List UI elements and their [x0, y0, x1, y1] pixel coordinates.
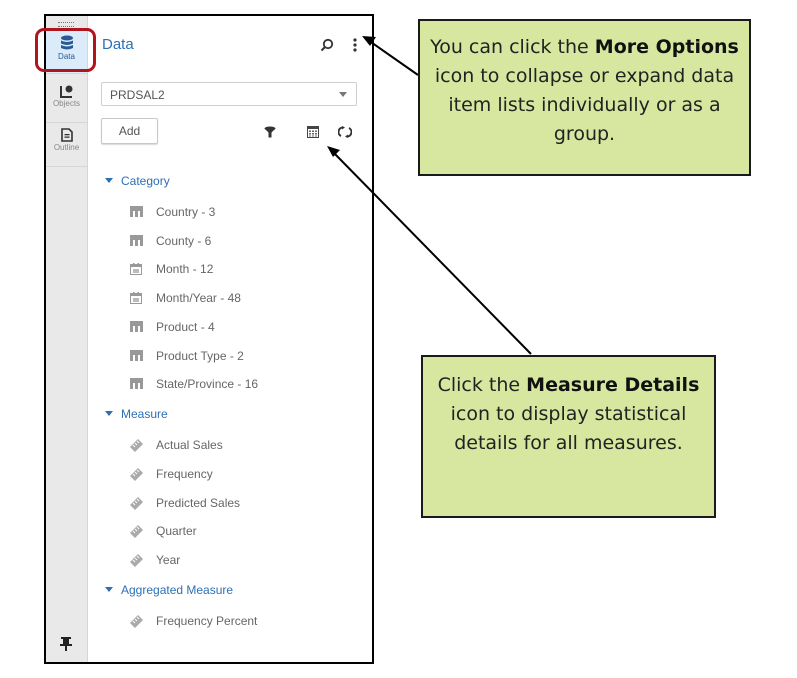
item-label: Product - 4 [156, 320, 215, 334]
item-label: Predicted Sales [156, 496, 241, 510]
objects-icon [59, 85, 72, 98]
group-header-aggregated-measure[interactable]: Aggregated Measure [105, 583, 233, 597]
group-header-category[interactable]: Category [105, 174, 170, 188]
caret-down-icon [105, 178, 113, 183]
add-button[interactable]: Add [101, 118, 158, 144]
pin-icon[interactable] [59, 636, 73, 652]
callout-text: icon to display statistical details for … [450, 403, 687, 454]
refresh-icon[interactable] [338, 126, 352, 138]
item-label: Month/Year - 48 [156, 291, 241, 305]
date-icon [130, 292, 142, 304]
measure-icon [130, 525, 143, 538]
category-icon [130, 378, 143, 389]
group-label: Measure [121, 407, 168, 421]
data-panel: Data PRDSAL2 Add [88, 16, 372, 662]
callout-emphasis: Measure Details [526, 374, 700, 396]
caret-down-icon [105, 411, 113, 416]
item-label: Actual Sales [156, 438, 223, 452]
group-label: Aggregated Measure [121, 583, 234, 597]
data-source-dropdown[interactable]: PRDSAL2 [101, 82, 357, 106]
item-label: Product Type - 2 [156, 349, 244, 363]
category-icon [130, 350, 143, 361]
panel-title: Data [102, 36, 134, 53]
rail-tab-label: Data [58, 52, 75, 61]
left-rail: Data Objects Outline [46, 16, 88, 662]
chevron-down-icon [339, 92, 347, 97]
item-label: Frequency [156, 467, 213, 481]
rail-tab-objects[interactable]: Objects [46, 79, 87, 123]
data-tab-highlight [35, 28, 96, 72]
arrow-to-measure-details [332, 151, 532, 355]
item-label: Month - 12 [156, 262, 214, 276]
callout-text: Click the [437, 374, 527, 396]
category-icon [130, 235, 143, 246]
data-source-value: PRDSAL2 [110, 88, 165, 102]
callout-emphasis: More Options [594, 36, 739, 58]
caret-down-icon [105, 587, 113, 592]
category-icon [130, 206, 143, 217]
group-header-measure[interactable]: Measure [105, 407, 168, 421]
callout-more-options: You can click the More Options icon to c… [418, 19, 751, 176]
filter-icon[interactable] [264, 126, 276, 138]
data-pane-frame: Data Objects Outline Data [44, 14, 374, 664]
measure-icon [130, 497, 143, 510]
measure-icon [130, 439, 143, 452]
callout-text: icon to collapse or expand data item lis… [434, 65, 735, 145]
item-label: Country - 3 [156, 205, 216, 219]
measure-icon [130, 468, 143, 481]
item-label: State/Province - 16 [156, 377, 259, 391]
group-label: Category [121, 174, 170, 188]
item-label: County - 6 [156, 234, 212, 248]
arrow-head-icon [362, 36, 376, 46]
outline-icon [60, 128, 73, 142]
database-icon [60, 35, 73, 50]
more-options-icon[interactable] [353, 38, 357, 52]
rail-tab-outline[interactable]: Outline [46, 123, 87, 167]
measure-details-icon[interactable] [307, 126, 319, 138]
measure-icon [130, 615, 143, 628]
callout-measure-details: Click the Measure Details icon to displa… [421, 355, 716, 518]
rail-tab-data[interactable]: Data [46, 30, 87, 74]
rail-grip-handle[interactable] [58, 22, 74, 27]
arrow-head-icon [327, 146, 340, 157]
measure-icon [130, 554, 143, 567]
arrow-to-more-options [367, 39, 419, 76]
callout-text: You can click the [430, 36, 595, 58]
item-label: Frequency Percent [156, 614, 258, 628]
item-label: Year [156, 553, 181, 567]
search-icon[interactable] [320, 38, 334, 52]
item-label: Quarter [156, 524, 197, 538]
date-icon [130, 263, 142, 275]
rail-tab-label: Outline [53, 143, 80, 152]
category-icon [130, 321, 143, 332]
rail-tab-label: Objects [52, 99, 81, 108]
